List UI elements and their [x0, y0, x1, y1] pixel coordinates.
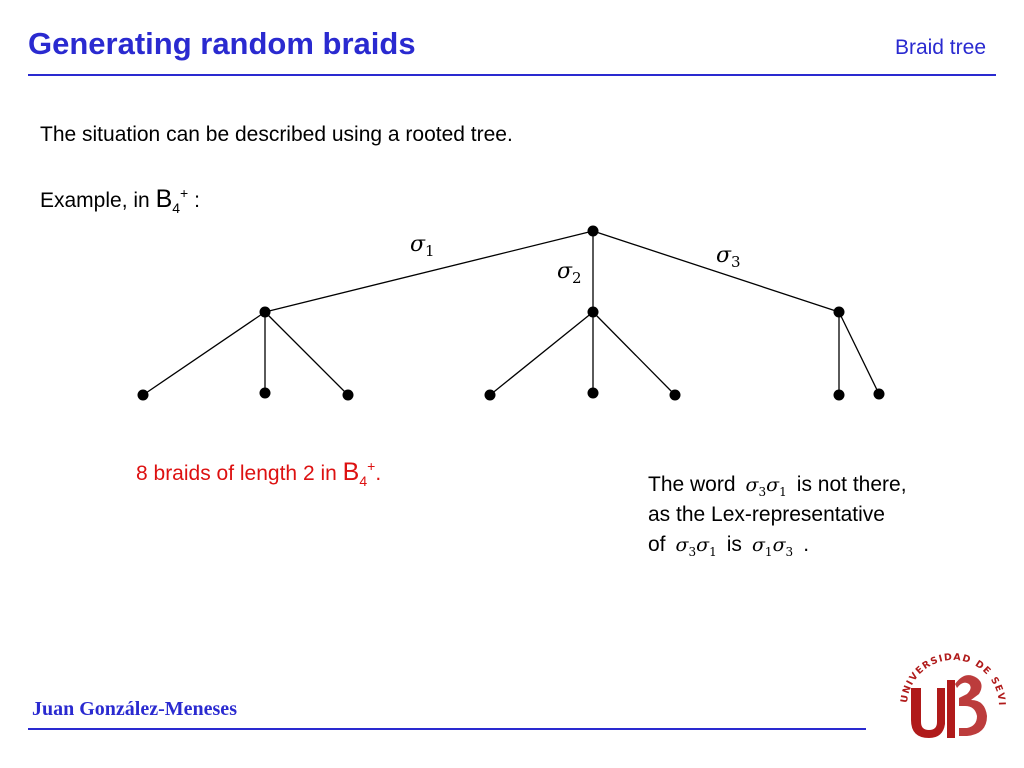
edge-label-sigma2: σ2: [557, 259, 582, 287]
example-prefix: Example, in: [40, 189, 156, 212]
count-prefix: 8 braids of length 2 in: [136, 462, 343, 485]
lex-representative-note: The word σ3σ1 is not there, as the Lex-rep…: [648, 470, 907, 560]
edge-b-1: [489, 311, 594, 396]
word-note-of: of: [648, 533, 666, 556]
edge-b-3: [592, 311, 676, 396]
example-group-sup: +: [180, 185, 189, 201]
count-suffix: .: [375, 462, 382, 485]
count-group-sup: +: [367, 458, 376, 474]
word-note-line-1: The word σ3σ1 is not there,: [648, 470, 907, 500]
count-group-index: 4: [359, 473, 368, 489]
word-sigma1-sigma3: σ1σ3: [751, 534, 794, 559]
seal-letter-u: [911, 688, 945, 738]
university-seal-logo: UNIVERSIDAD DE SEVILLA: [893, 640, 1006, 738]
section-label: Braid tree: [894, 36, 986, 59]
footer-divider: [28, 728, 866, 730]
leaf-node: [259, 387, 271, 399]
edge-label-sigma3: σ3: [716, 243, 741, 271]
edge-a-3: [264, 311, 349, 396]
example-suffix: :: [188, 189, 200, 212]
word-sigma3-sigma1: σ3σ1: [745, 474, 787, 499]
leaf-node: [137, 389, 149, 401]
leaf-node: [587, 387, 599, 399]
example-line: Example, in B4+ :: [40, 185, 200, 216]
word-sigma3-sigma1-repeat: σ3σ1: [675, 534, 717, 559]
word-note-prefix: The word: [648, 473, 736, 496]
node-sigma2: [587, 306, 599, 318]
slide-title: Generating random braids: [28, 26, 416, 61]
leaf-node: [873, 388, 885, 400]
example-group-index: 4: [172, 200, 181, 216]
example-group-letter: B: [155, 185, 173, 213]
leaf-node: [484, 389, 496, 401]
root-node: [587, 225, 599, 237]
edge-label-sigma1: σ1: [410, 232, 435, 260]
seal-letter-s-stem: [947, 680, 955, 738]
edge-root-sigma1: [264, 230, 594, 313]
author-name: Juan González-Meneses: [32, 698, 237, 720]
header-divider: [28, 74, 996, 76]
word-note-line-3: of σ3σ1 is σ1σ3.: [648, 530, 907, 560]
tree-nodes: [137, 225, 885, 401]
tree-edges: [142, 230, 880, 396]
edge-a-1: [142, 311, 266, 396]
edge-root-sigma3: [592, 230, 840, 313]
leaf-node: [669, 389, 681, 401]
word-note-suffix: is not there,: [796, 473, 907, 496]
word-note-period: .: [803, 533, 810, 556]
node-sigma3: [833, 306, 845, 318]
leaf-node: [833, 389, 845, 401]
edge-c-2: [838, 311, 880, 395]
word-note-is: is: [726, 533, 742, 556]
leaf-node: [342, 389, 354, 401]
intro-text: The situation can be described using a r…: [40, 123, 513, 146]
seal-figure: [955, 675, 987, 736]
node-sigma1: [259, 306, 271, 318]
braid-count-note: 8 braids of length 2 in B4+.: [136, 458, 382, 489]
word-note-line-2: as the Lex-representative: [648, 503, 885, 526]
count-group-letter: B: [342, 458, 360, 486]
